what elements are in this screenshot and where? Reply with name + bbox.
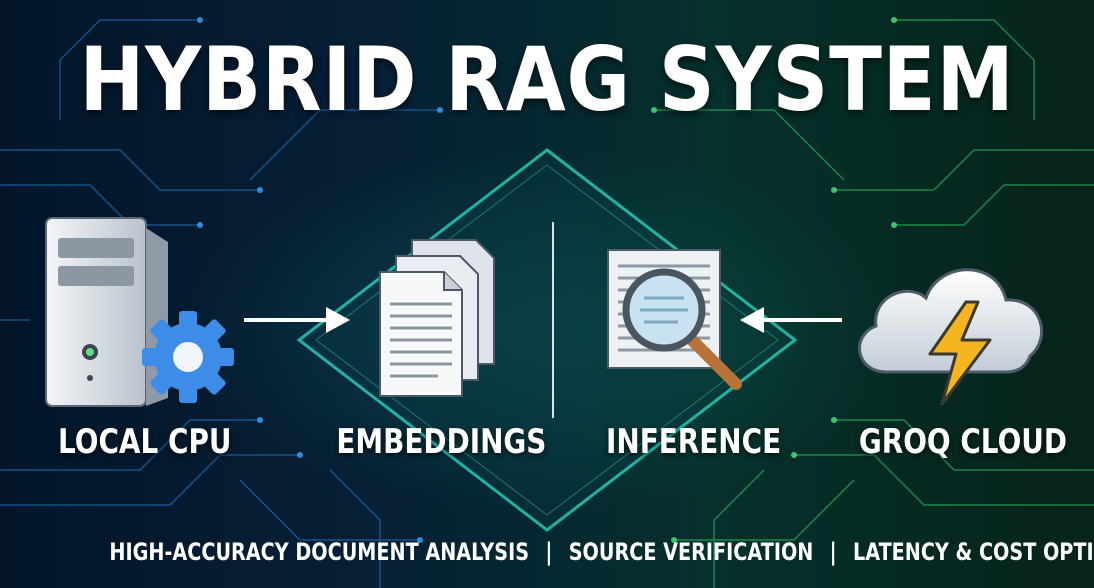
node-label-groq-cloud: GROQ CLOUD [858,422,1068,462]
footer-separator: | [545,538,553,566]
footer-item-verification: SOURCE VERIFICATION [568,538,814,566]
node-label-inference: INFERENCE [606,422,782,462]
footer-item-accuracy: HIGH-ACCURACY DOCUMENT ANALYSIS [109,538,530,566]
footer-separator: | [829,538,837,566]
node-label-local-cpu: LOCAL CPU [58,422,232,462]
diagram-title: HYBRID RAG SYSTEM [79,28,1015,131]
documents-stack-icon [379,239,495,397]
footer-tagline: HIGH-ACCURACY DOCUMENT ANALYSIS | SOURCE… [109,532,1094,572]
server-gear-icon [45,217,234,407]
cloud-lightning-icon [858,268,1044,406]
node-label-embeddings: EMBEDDINGS [336,422,547,462]
document-magnifier-icon [607,249,742,390]
footer-item-latency: LATENCY & COST OPTIMIZED [852,538,1094,566]
